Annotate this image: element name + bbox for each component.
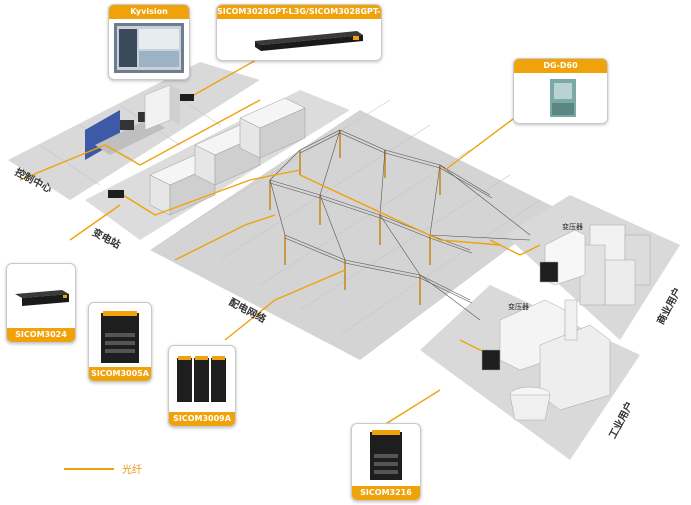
utility-poles [269, 130, 441, 305]
sicom3028-callout: SICOM3028GPT-L3G/SICOM3028GPT-L3F [216, 4, 382, 61]
dg-d60-callout: DG-D60 [513, 58, 608, 124]
kyvision-label: Kyvision [109, 5, 189, 19]
sicom3216-label: SICOM3216 [352, 486, 420, 500]
dg-d60-device-image [550, 79, 576, 117]
industrial-platform [420, 285, 640, 460]
field-switches [108, 94, 194, 198]
sicom3005a-label: SICOM3005A [89, 367, 151, 381]
sicom3028-label: SICOM3028GPT-L3G/SICOM3028GPT-L3F [217, 5, 381, 19]
sicom3028-device-image [255, 31, 363, 51]
kyvision-screen-image [114, 23, 184, 73]
commercial-transformer-label: 变压器 [562, 223, 583, 231]
industrial-transformer-label: 变压器 [508, 303, 529, 311]
sicom3216-device-image [370, 430, 402, 480]
sicom3009a-device-image [177, 356, 226, 402]
kyvision-callout: Kyvision [108, 4, 190, 80]
sicom3024-device-image [15, 290, 69, 306]
fiber-legend-label: 光纤 [122, 465, 142, 476]
sicom3024-label: SICOM3024 [7, 328, 75, 342]
distribution-platform [150, 110, 560, 360]
dg-d60-label: DG-D60 [514, 59, 607, 73]
fiber-legend-line [64, 468, 114, 470]
sicom3009a-callout: SICOM3009A [168, 345, 236, 427]
sicom3005a-device-image [101, 311, 139, 363]
industrial-buildings [481, 299, 611, 421]
commercial-buildings [539, 224, 651, 306]
sicom3009a-label: SICOM3009A [169, 412, 235, 426]
substation-buildings [149, 97, 306, 216]
sicom3216-callout: SICOM3216 [351, 423, 421, 501]
sicom3005a-callout: SICOM3005A [88, 302, 152, 382]
sicom3024-callout: SICOM3024 [6, 263, 76, 343]
